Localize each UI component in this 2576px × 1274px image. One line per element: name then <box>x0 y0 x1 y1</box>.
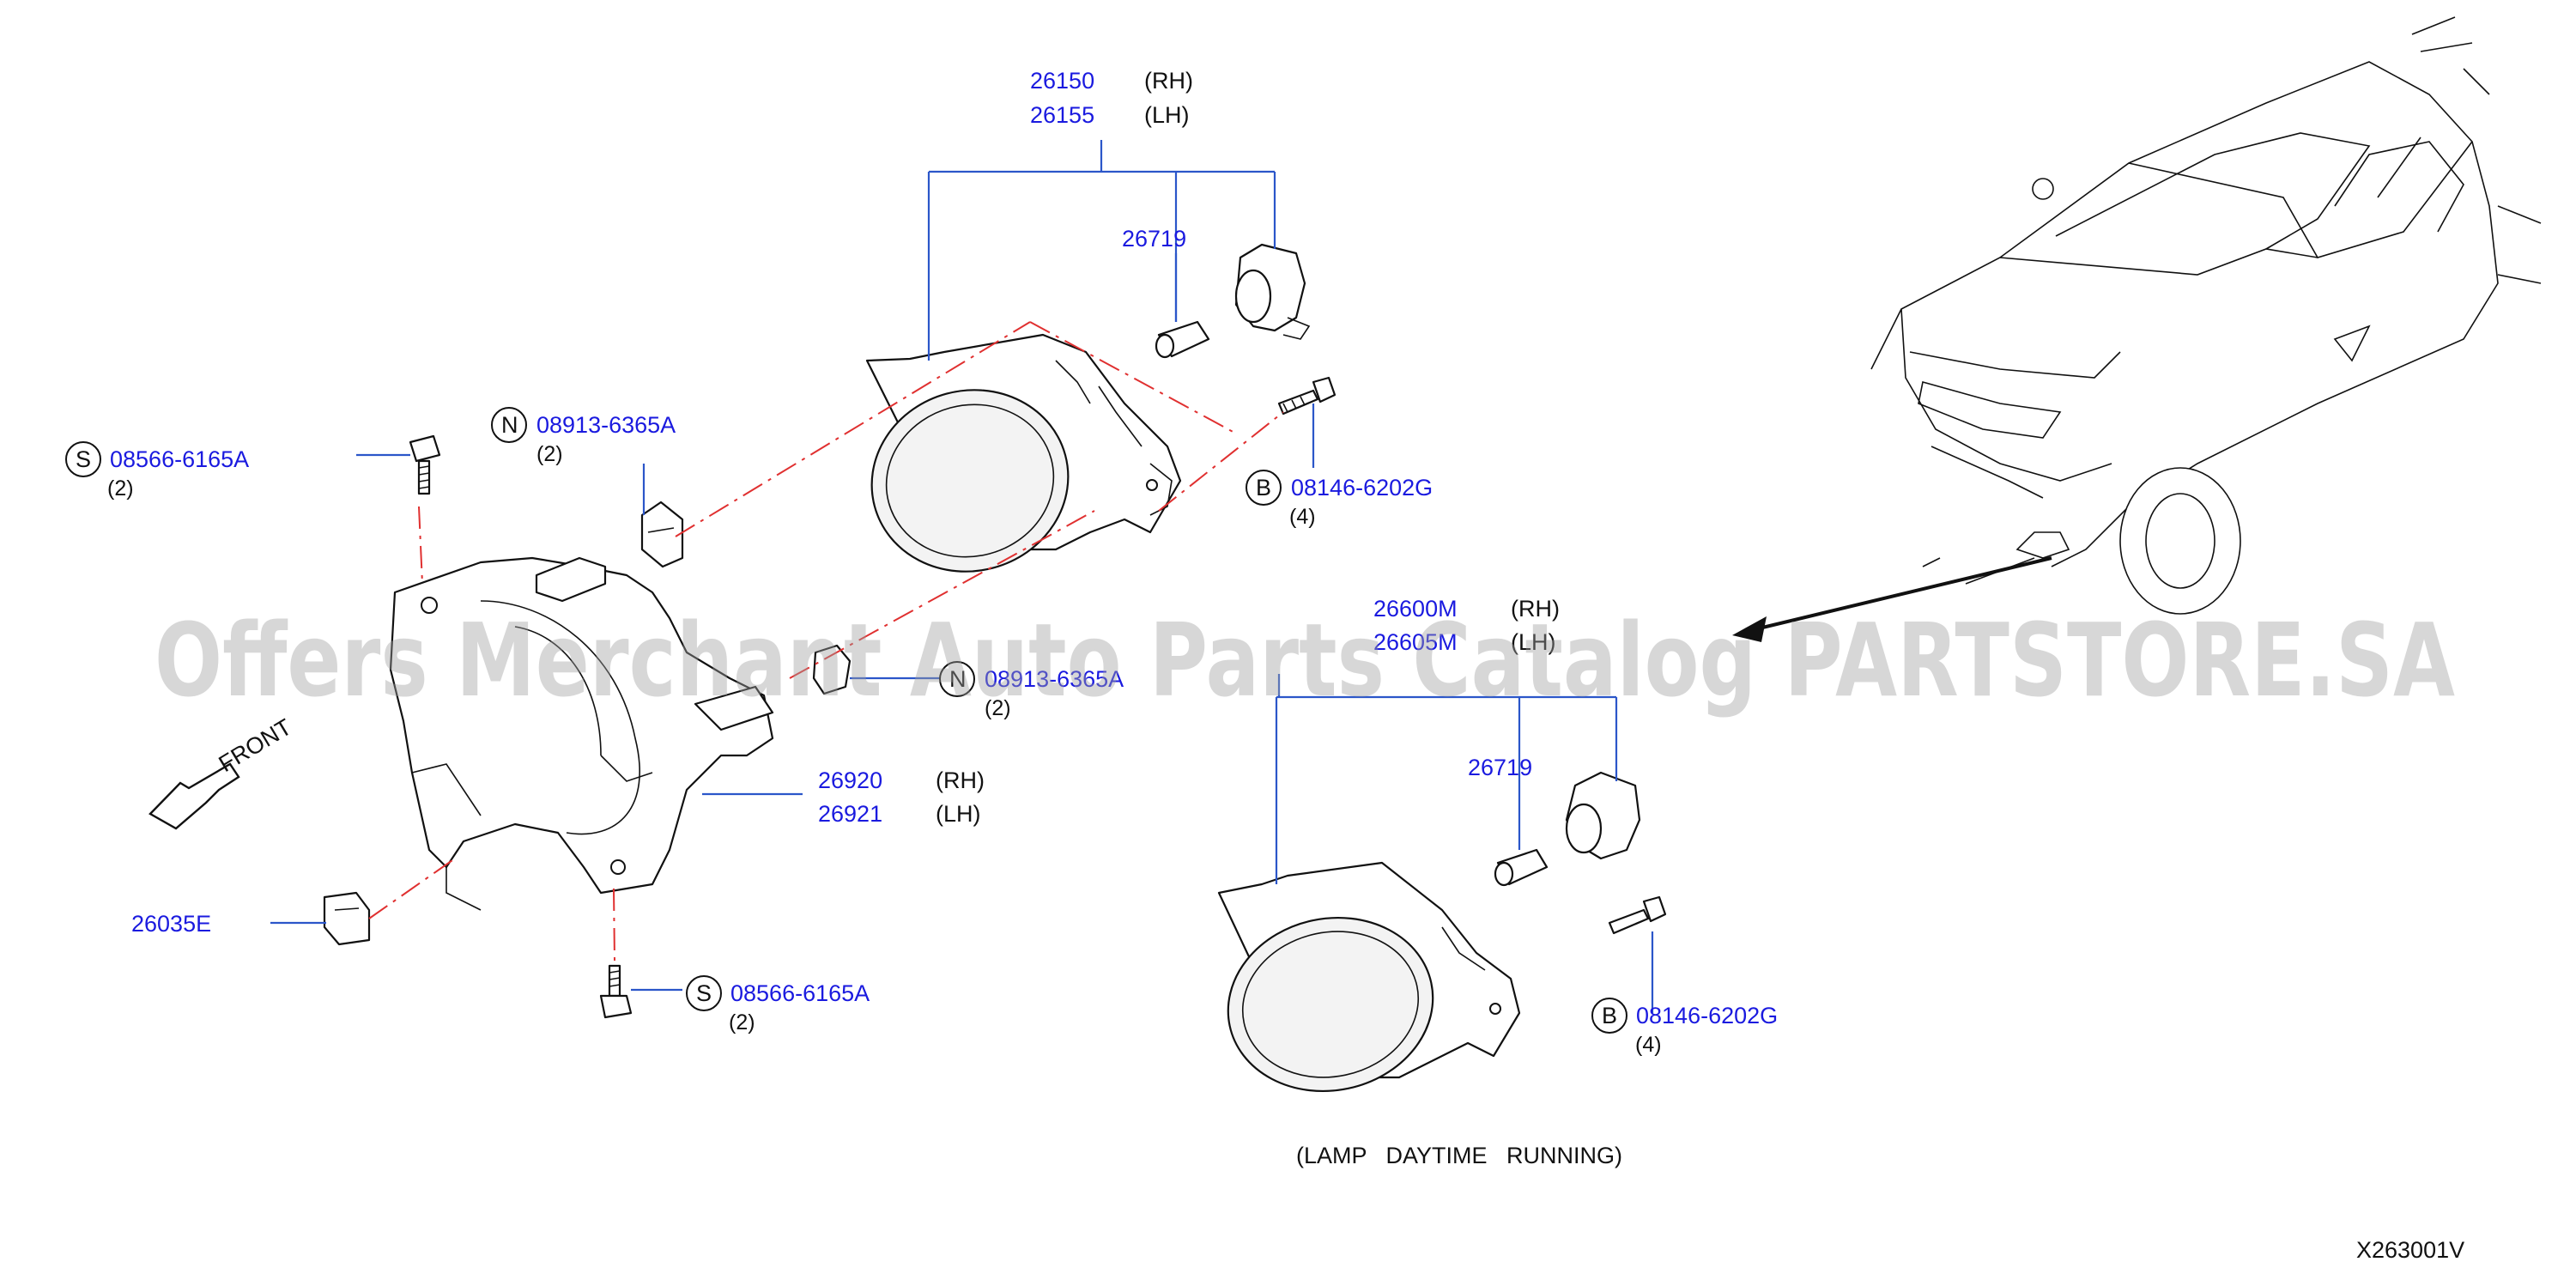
leader-lines <box>270 140 1654 1013</box>
upper-lamp-side-lh: (LH) <box>1144 102 1190 128</box>
bracket-side-rh: (RH) <box>936 767 985 793</box>
left-screw-prefix: S <box>76 446 91 472</box>
upper-nut-drawing <box>640 500 684 568</box>
bracket-drawing <box>389 556 774 911</box>
bottom-screw-callout: S 08566-6165A (2) <box>686 975 870 1034</box>
drl-part-lh[interactable]: 26605M <box>1373 629 1458 655</box>
lower-bolt-qty: (4) <box>1635 1033 1662 1057</box>
vehicle-illustration <box>1870 16 2542 615</box>
upper-nut-part[interactable]: 08913-6365A <box>536 412 676 438</box>
bottom-screw-qty: (2) <box>729 1010 755 1034</box>
bracket-side-lh: (LH) <box>936 801 981 827</box>
lower-bolt-prefix: B <box>1602 1003 1617 1028</box>
lower-bolt-drawing <box>1608 895 1667 935</box>
upper-bulb-drawing <box>1155 320 1210 359</box>
centerlines <box>368 321 1284 962</box>
clip-drawing <box>323 891 371 946</box>
upper-lamp-side-rh: (RH) <box>1144 68 1193 94</box>
lower-bulb-part[interactable]: 26719 <box>1468 755 1532 780</box>
middle-nut-prefix: N <box>949 666 967 692</box>
drl-caption: (LAMP DAYTIME RUNNING) <box>1296 1143 1622 1168</box>
upper-nut-qty: (2) <box>536 442 563 466</box>
lower-socket-drawing <box>1565 771 1641 860</box>
upper-nut-prefix: N <box>501 412 518 438</box>
drl-side-rh: (RH) <box>1511 596 1560 622</box>
left-screw-part[interactable]: 08566-6165A <box>110 446 249 472</box>
upper-bolt-qty: (4) <box>1289 505 1316 529</box>
drl-side-lh: (LH) <box>1511 629 1556 655</box>
watermark: Offers Merchant Auto Parts Catalog PARTS… <box>155 601 2455 719</box>
middle-nut-qty: (2) <box>985 696 1011 720</box>
bracket-part-rh[interactable]: 26920 <box>818 767 882 793</box>
diagram-code: X263001V <box>2356 1237 2464 1263</box>
upper-lamp-part-rh[interactable]: 26150 <box>1030 68 1094 94</box>
upper-bulb-part[interactable]: 26719 <box>1122 226 1186 252</box>
front-direction-arrow: FRONT <box>148 714 296 830</box>
upper-lamp-part-lh[interactable]: 26155 <box>1030 102 1094 128</box>
lower-bolt-part[interactable]: 08146-6202G <box>1636 1003 1778 1028</box>
left-screw-callout: S 08566-6165A (2) <box>65 441 249 500</box>
vehicle-callout-arrow <box>1732 556 2052 642</box>
lower-bolt-callout: B 08146-6202G (4) <box>1591 998 1778 1057</box>
front-label: FRONT <box>215 714 296 778</box>
middle-nut-drawing <box>812 644 852 695</box>
left-screw-drawing <box>409 434 441 495</box>
upper-bolt-part[interactable]: 08146-6202G <box>1291 475 1433 500</box>
bottom-screw-drawing <box>599 964 633 1019</box>
left-screw-qty: (2) <box>107 476 134 500</box>
upper-bolt-drawing <box>1277 376 1336 416</box>
upper-bolt-prefix: B <box>1256 475 1271 500</box>
upper-bolt-callout: B 08146-6202G (4) <box>1246 470 1433 529</box>
drl-lamp-assembly-drawing <box>1217 861 1521 1093</box>
bottom-screw-part[interactable]: 08566-6165A <box>730 980 870 1006</box>
upper-socket-drawing <box>1234 243 1311 340</box>
middle-nut-callout: N 08913-6365A (2) <box>939 661 1124 720</box>
middle-nut-part[interactable]: 08913-6365A <box>985 666 1124 692</box>
lower-bulb-drawing <box>1494 848 1549 887</box>
bracket-part-lh[interactable]: 26921 <box>818 801 882 827</box>
upper-nut-callout: N 08913-6365A (2) <box>491 407 676 466</box>
bottom-screw-prefix: S <box>696 980 712 1006</box>
drl-part-rh[interactable]: 26600M <box>1373 596 1458 622</box>
clip-part[interactable]: 26035E <box>131 911 211 937</box>
